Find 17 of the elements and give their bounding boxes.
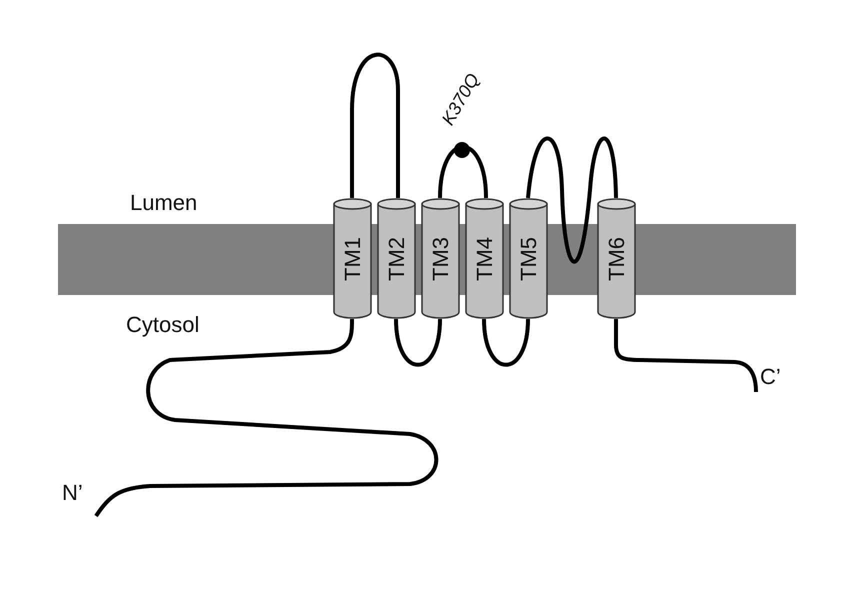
helix-label: TM3 [428, 236, 454, 280]
helix-label: TM1 [340, 236, 366, 280]
terminus-label: N’ [62, 482, 83, 504]
helix-label: TM6 [604, 236, 630, 280]
protein-chain-line [94, 318, 438, 518]
region-label: Cytosol [126, 312, 200, 338]
helix-label: TM4 [472, 236, 498, 280]
protein-chain-line [394, 318, 442, 367]
region-label: Lumen [130, 190, 198, 216]
helix-label: TM5 [516, 236, 542, 280]
protein-chain-line [614, 319, 758, 392]
terminus-label: C’ [760, 366, 781, 388]
protein-chain-line [438, 145, 488, 198]
protein-chain-line [526, 136, 618, 263]
protein-chain-line [350, 53, 400, 198]
helix-label: TM2 [384, 236, 410, 280]
protein-chain-line [482, 318, 530, 367]
